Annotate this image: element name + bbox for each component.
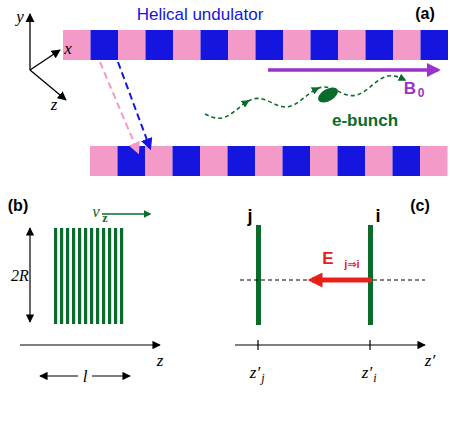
magnet-block [146,30,174,60]
magnet-block [310,146,338,176]
panel-label: (a) [415,6,435,22]
dimension-arrow [40,375,78,376]
slice [120,228,123,324]
slice [84,228,87,324]
figure-title: Helical undulator [137,6,264,23]
magnet-block [393,146,421,176]
field-symbol: B [404,80,416,97]
slice-label: j [247,207,252,225]
panel-label: (b) [8,198,28,214]
slice [102,228,105,324]
coordinate-symbol: z′ [362,364,372,381]
velocity-arrow [102,213,150,215]
magnet-block [420,146,448,176]
magnet-block [228,30,256,60]
undulator-bottom-row [90,146,448,176]
subscript: z [102,212,107,224]
field-arrow [100,62,138,152]
magnet-block [201,30,229,60]
electron-bunch [315,84,340,105]
axis-label: z [157,352,164,369]
magnet-block [173,30,201,60]
slice [60,228,63,324]
magnet-block [256,30,284,60]
tick [369,340,370,350]
slice [90,228,93,324]
magnet-block [255,146,283,176]
dimension-label: 2R [11,268,29,284]
magnet-block [365,146,393,176]
magnet-block [338,30,366,60]
axes [30,14,66,100]
panel-label: (c) [410,198,430,214]
magnet-block [393,30,421,60]
slice-i [368,225,373,325]
magnet-block [91,30,119,60]
trajectory-arrow [315,88,318,90]
slice-label: i [375,207,380,225]
dimension-label: l [83,368,88,385]
axis-label: x [64,40,72,57]
slice [54,228,57,324]
magnet-block [228,146,256,176]
tick [257,340,258,350]
slice [78,228,81,324]
magnet-block [283,146,311,176]
axis [235,344,425,345]
magnet-block [63,30,91,60]
subscript: i [373,372,376,384]
magnet-block [366,30,394,60]
magnet-block [421,30,449,60]
axis-label: y [16,8,24,25]
reference-line [240,280,425,281]
magnet-block [283,30,311,60]
magnet-block [338,146,366,176]
axis-label: z [51,96,58,113]
subscript: j⇒i [344,259,359,270]
slice [108,228,111,324]
field-arrow [118,62,150,148]
slice-j [256,225,261,325]
bunch-label: e-bunch [332,112,398,129]
magnet-block [311,30,339,60]
subscript: 0 [418,87,425,99]
field-arrow [268,68,438,72]
beam-slices [54,228,123,324]
slice [66,228,69,324]
trajectory-arrow [245,101,248,103]
dimension-arrow [29,228,30,322]
velocity-symbol: v [92,203,100,220]
dimension-arrow [92,375,130,376]
slice [96,228,99,324]
magnet-block [118,30,146,60]
axis [20,344,160,345]
magnet-block [145,146,173,176]
magnet-block [200,146,228,176]
magnet-block [173,146,201,176]
coordinate-symbol: z′ [250,364,260,381]
subscript: j [261,372,264,384]
undulator-top-row [63,30,448,60]
magnet-block [118,146,146,176]
slice [114,228,117,324]
field-arrow [312,278,372,283]
axis-label: z′ [425,352,435,369]
field-symbol: E [322,250,333,267]
slice [72,228,75,324]
magnet-block [90,146,118,176]
